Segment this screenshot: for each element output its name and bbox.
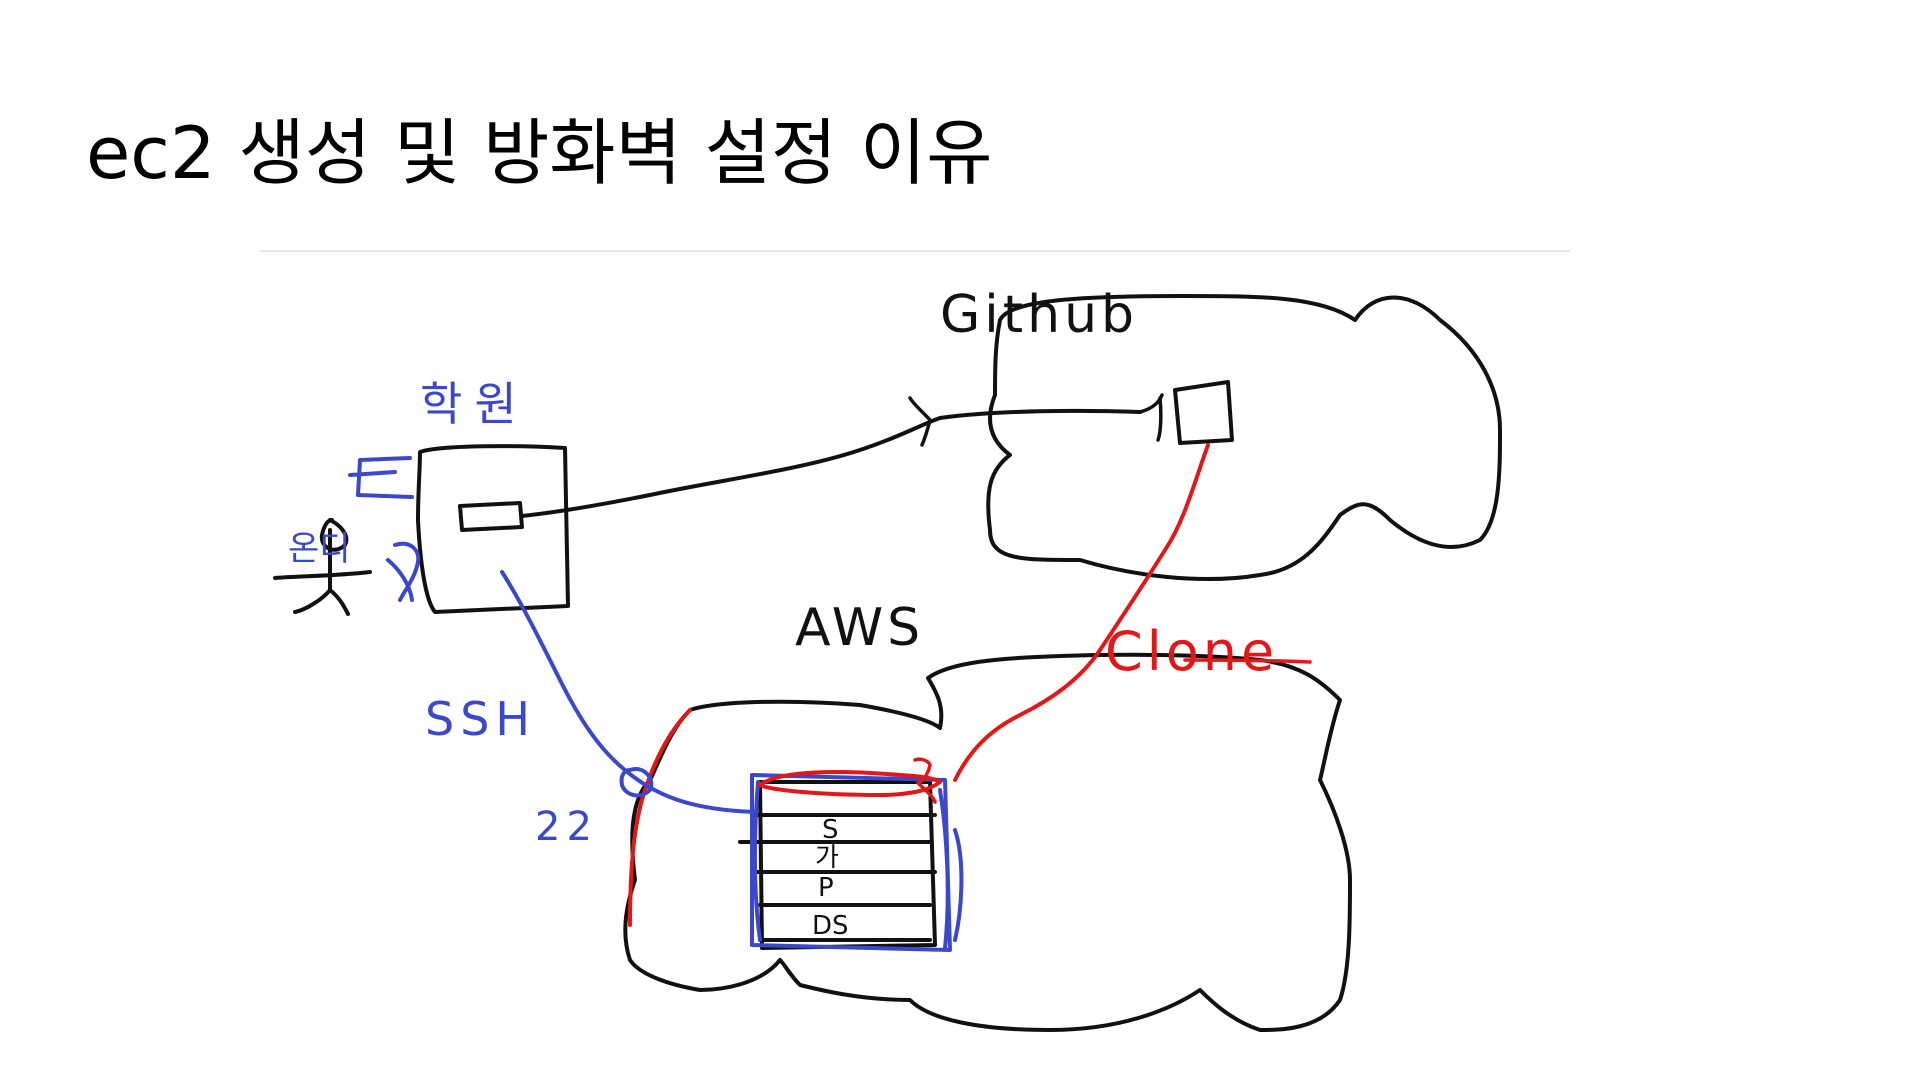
clone-underline bbox=[1183, 658, 1312, 664]
label-clone: Clone bbox=[1105, 620, 1278, 683]
label-ssh: SSH bbox=[425, 692, 536, 746]
label-aws: AWS bbox=[795, 598, 924, 658]
label-github: Github bbox=[940, 285, 1138, 345]
stack-label-ga: 가 bbox=[815, 843, 839, 873]
ec2-blue-outline bbox=[750, 773, 964, 952]
clone-connection-line bbox=[953, 443, 1210, 782]
github-repo-box bbox=[1173, 380, 1234, 445]
user-figure bbox=[273, 518, 372, 616]
title-divider bbox=[260, 250, 1570, 252]
local-to-github-line bbox=[520, 408, 1142, 518]
github-cloud bbox=[986, 294, 1502, 582]
ssh-connection-line bbox=[500, 570, 757, 814]
local-blue-bracket bbox=[348, 456, 414, 499]
firewall-port-edge bbox=[628, 708, 692, 927]
label-local: 학원 bbox=[420, 377, 529, 431]
ssh-port-circle bbox=[619, 767, 654, 798]
local-to-github-arrowhead bbox=[908, 396, 932, 447]
local-blue-side-mark bbox=[386, 541, 421, 602]
aws-cloud bbox=[623, 652, 1352, 1032]
stack-label-s: S bbox=[822, 815, 839, 845]
ec2-server-stack bbox=[738, 780, 937, 950]
label-user-side: 온디 bbox=[288, 529, 351, 569]
label-port: 22 bbox=[535, 804, 598, 850]
local-terminal-box bbox=[458, 501, 524, 532]
slide-title: ec2 생성 및 방화벽 설정 이유 bbox=[86, 111, 993, 195]
stack-label-ds: DS bbox=[812, 911, 849, 941]
local-computer bbox=[416, 444, 570, 614]
github-connector bbox=[1138, 393, 1164, 442]
firewall-port-mark bbox=[913, 757, 937, 804]
stack-label-p: P bbox=[818, 873, 834, 903]
